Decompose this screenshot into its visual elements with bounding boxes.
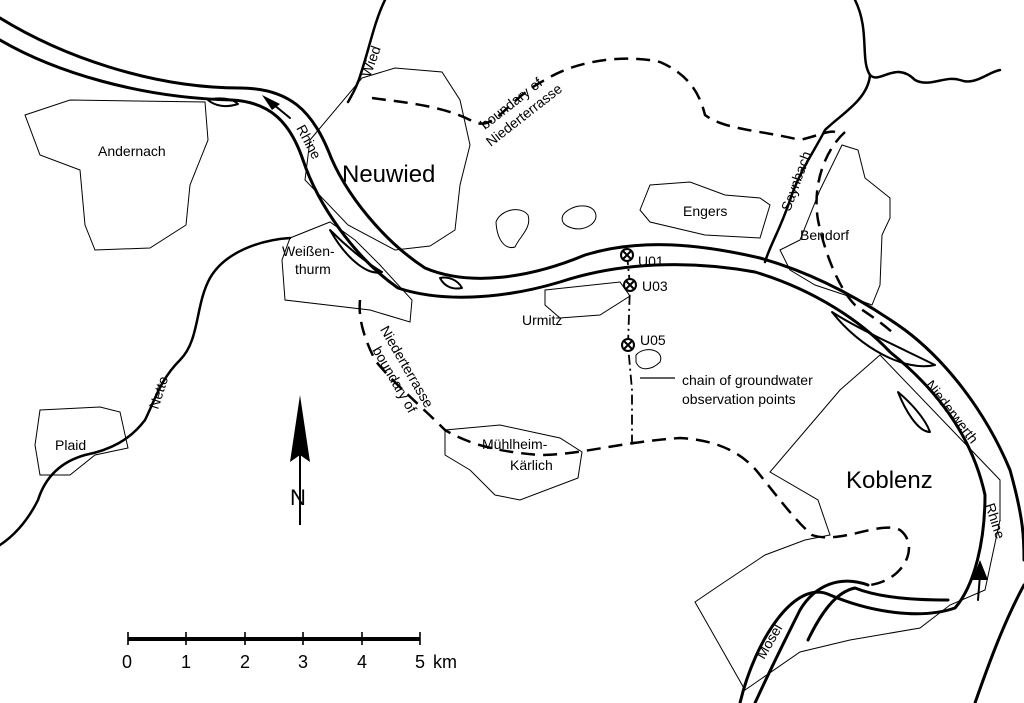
rhine-upstream: [973, 583, 1024, 703]
muehlheim-area: [444, 424, 583, 501]
boundary-east: [815, 131, 896, 336]
river-nette: [0, 236, 292, 547]
island-3: [897, 391, 931, 433]
label-bendorf: Bendorf: [800, 227, 849, 243]
label-niederwerth: Niederwerth: [923, 377, 982, 446]
river-mosel-north: [753, 579, 870, 703]
niederterrasse-boundary: [358, 57, 911, 587]
lake-3: [635, 349, 662, 370]
bendorf-area: [779, 144, 891, 306]
island-1: [329, 229, 383, 274]
label-muehlheim-1: Mühlheim-: [482, 436, 548, 452]
label-plaid: Plaid: [55, 437, 86, 453]
urmitz-area: [544, 281, 631, 319]
observation-points: [620, 248, 637, 352]
river-saynbach: [763, 0, 1002, 264]
label-saynbach: Saynbach: [778, 149, 814, 213]
label-boundary-south: boundary of Niederterrasse: [369, 323, 437, 416]
north-arrow-label: N: [290, 485, 306, 510]
scale-unit: km: [433, 652, 457, 672]
scale-tick-4: 4: [357, 652, 367, 672]
scale-bar-rect: [128, 637, 420, 641]
label-nette: Nette: [146, 374, 172, 411]
scale-tick-1: 1: [181, 652, 191, 672]
island-5: [439, 276, 463, 290]
label-chain-line1: chain of groundwater: [682, 372, 813, 388]
label-u05: U05: [640, 332, 666, 348]
label-neuwied: Neuwied: [342, 161, 435, 188]
point-u05-marker: [621, 338, 635, 352]
point-u01-marker: [620, 248, 634, 262]
river-mosel-south: [806, 586, 950, 642]
plaid-area: [34, 406, 129, 476]
north-arrow-icon: [290, 395, 310, 462]
label-boundary-north: boundary of Niederterrasse: [477, 74, 565, 149]
label-weissenthurm-1: Weißen-: [282, 243, 335, 259]
label-weissenthurm-2: thurm: [295, 261, 331, 277]
island-niederwerth: [831, 311, 936, 368]
neuwied-area: [304, 67, 471, 251]
scale-tick-2: 2: [240, 652, 250, 672]
scale-tick-3: 3: [298, 652, 308, 672]
builtup-areas: [24, 67, 1001, 691]
label-muehlheim-2: Kärlich: [510, 457, 553, 473]
label-wied: Wied: [358, 44, 384, 79]
rhine-flow-arrow-south: [972, 560, 988, 580]
lake-1: [495, 209, 530, 249]
north-arrow: N: [290, 395, 310, 525]
scale-tick-5: 5: [415, 652, 425, 672]
lake-2: [561, 205, 597, 230]
annotations: boundary of Niederterrasse boundary of N…: [369, 74, 813, 416]
label-u01: U01: [638, 253, 664, 269]
boundary-south: [358, 299, 911, 587]
rhine-south-bank: [0, 38, 987, 703]
koblenz-area: [694, 354, 1001, 691]
label-engers: Engers: [683, 203, 727, 219]
label-chain-line2: observation points: [682, 391, 796, 407]
label-andernach: Andernach: [98, 143, 166, 159]
andernach-area: [24, 99, 209, 251]
label-urmitz: Urmitz: [522, 312, 562, 328]
rhine-north-bank: [0, 16, 1024, 562]
label-koblenz: Koblenz: [846, 467, 933, 494]
label-rhine-south: Rhine: [982, 501, 1009, 541]
scale-tick-0: 0: [122, 652, 132, 672]
scale-bar: 0 1 2 3 4 5 km: [122, 632, 457, 672]
point-u03-marker: [623, 278, 637, 292]
observation-chain: [626, 254, 633, 445]
label-u03: U03: [642, 278, 668, 294]
engers-area: [639, 181, 771, 239]
label-mosel: Mosel: [753, 621, 786, 661]
island-4: [207, 97, 239, 108]
river-wied: [346, 0, 387, 104]
boundary-north: [371, 57, 836, 142]
